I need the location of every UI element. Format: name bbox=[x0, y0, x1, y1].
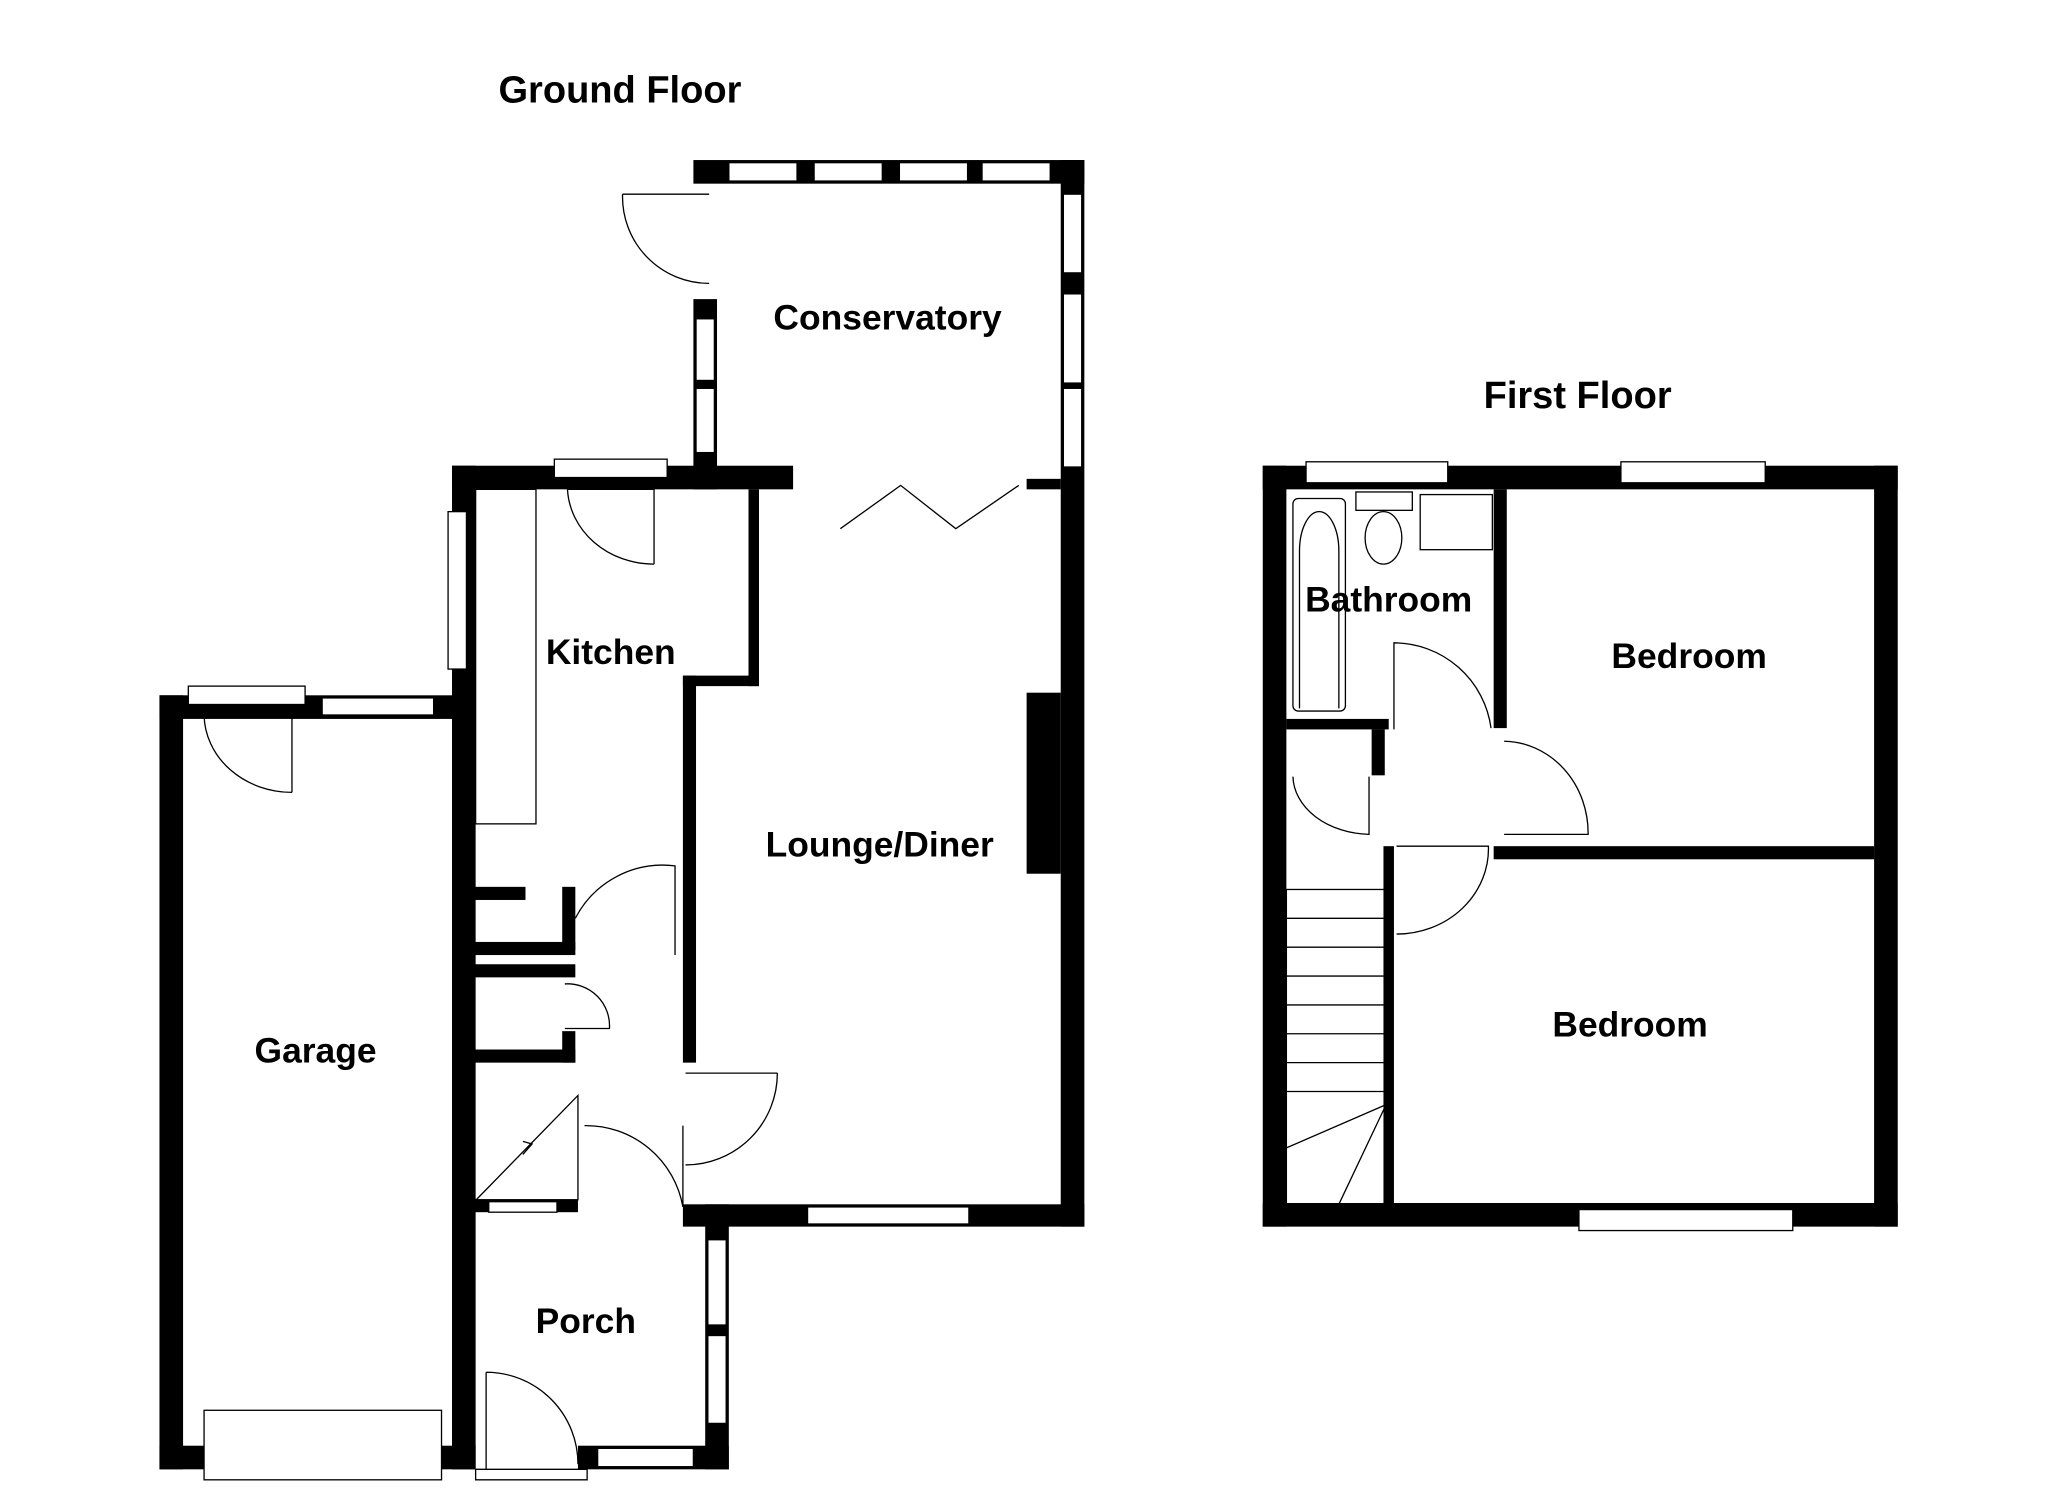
bedroom-2-door[interactable] bbox=[1396, 845, 1490, 935]
understairs bbox=[475, 1093, 579, 1201]
room-label-porch: Porch bbox=[536, 1301, 636, 1341]
ground-floor-title: Ground Floor bbox=[498, 69, 741, 111]
staircase bbox=[1285, 888, 1387, 1205]
cupboard-door[interactable] bbox=[564, 983, 611, 1030]
bedroom-1-door[interactable] bbox=[1504, 740, 1589, 836]
room-label-bathroom: Bathroom bbox=[1305, 579, 1472, 619]
room-label-bedroom-1: Bedroom bbox=[1611, 636, 1766, 676]
front-door[interactable] bbox=[474, 1371, 588, 1481]
room-label-conservatory: Conservatory bbox=[773, 297, 1002, 337]
porch-inner-door[interactable] bbox=[584, 1124, 684, 1208]
first-floor-title: First Floor bbox=[1484, 375, 1672, 417]
basin bbox=[1419, 493, 1494, 551]
room-label-garage: Garage bbox=[255, 1031, 377, 1071]
hall-door[interactable] bbox=[574, 864, 676, 956]
kitchen-door[interactable] bbox=[566, 488, 655, 565]
conservatory-door[interactable] bbox=[621, 193, 710, 285]
bath bbox=[1292, 497, 1347, 712]
ground-floor-plan: Ground Floor Conservatory Kitchen Lounge… bbox=[159, 69, 1085, 1481]
lounge-door[interactable] bbox=[685, 1072, 779, 1166]
room-label-bedroom-2: Bedroom bbox=[1552, 1004, 1707, 1044]
bathroom-door[interactable] bbox=[1393, 642, 1492, 730]
landing-cupboard-door[interactable] bbox=[1292, 776, 1370, 836]
bifold-doors[interactable] bbox=[839, 484, 1020, 530]
first-floor-plan: First Floor Bathroom Bedroom Bedroom bbox=[1262, 375, 1898, 1232]
garage-door[interactable] bbox=[203, 1409, 443, 1481]
room-label-lounge-diner: Lounge/Diner bbox=[766, 825, 994, 865]
toilet bbox=[1364, 510, 1403, 565]
room-label-kitchen: Kitchen bbox=[546, 632, 676, 672]
garage-side-door[interactable] bbox=[203, 714, 293, 794]
